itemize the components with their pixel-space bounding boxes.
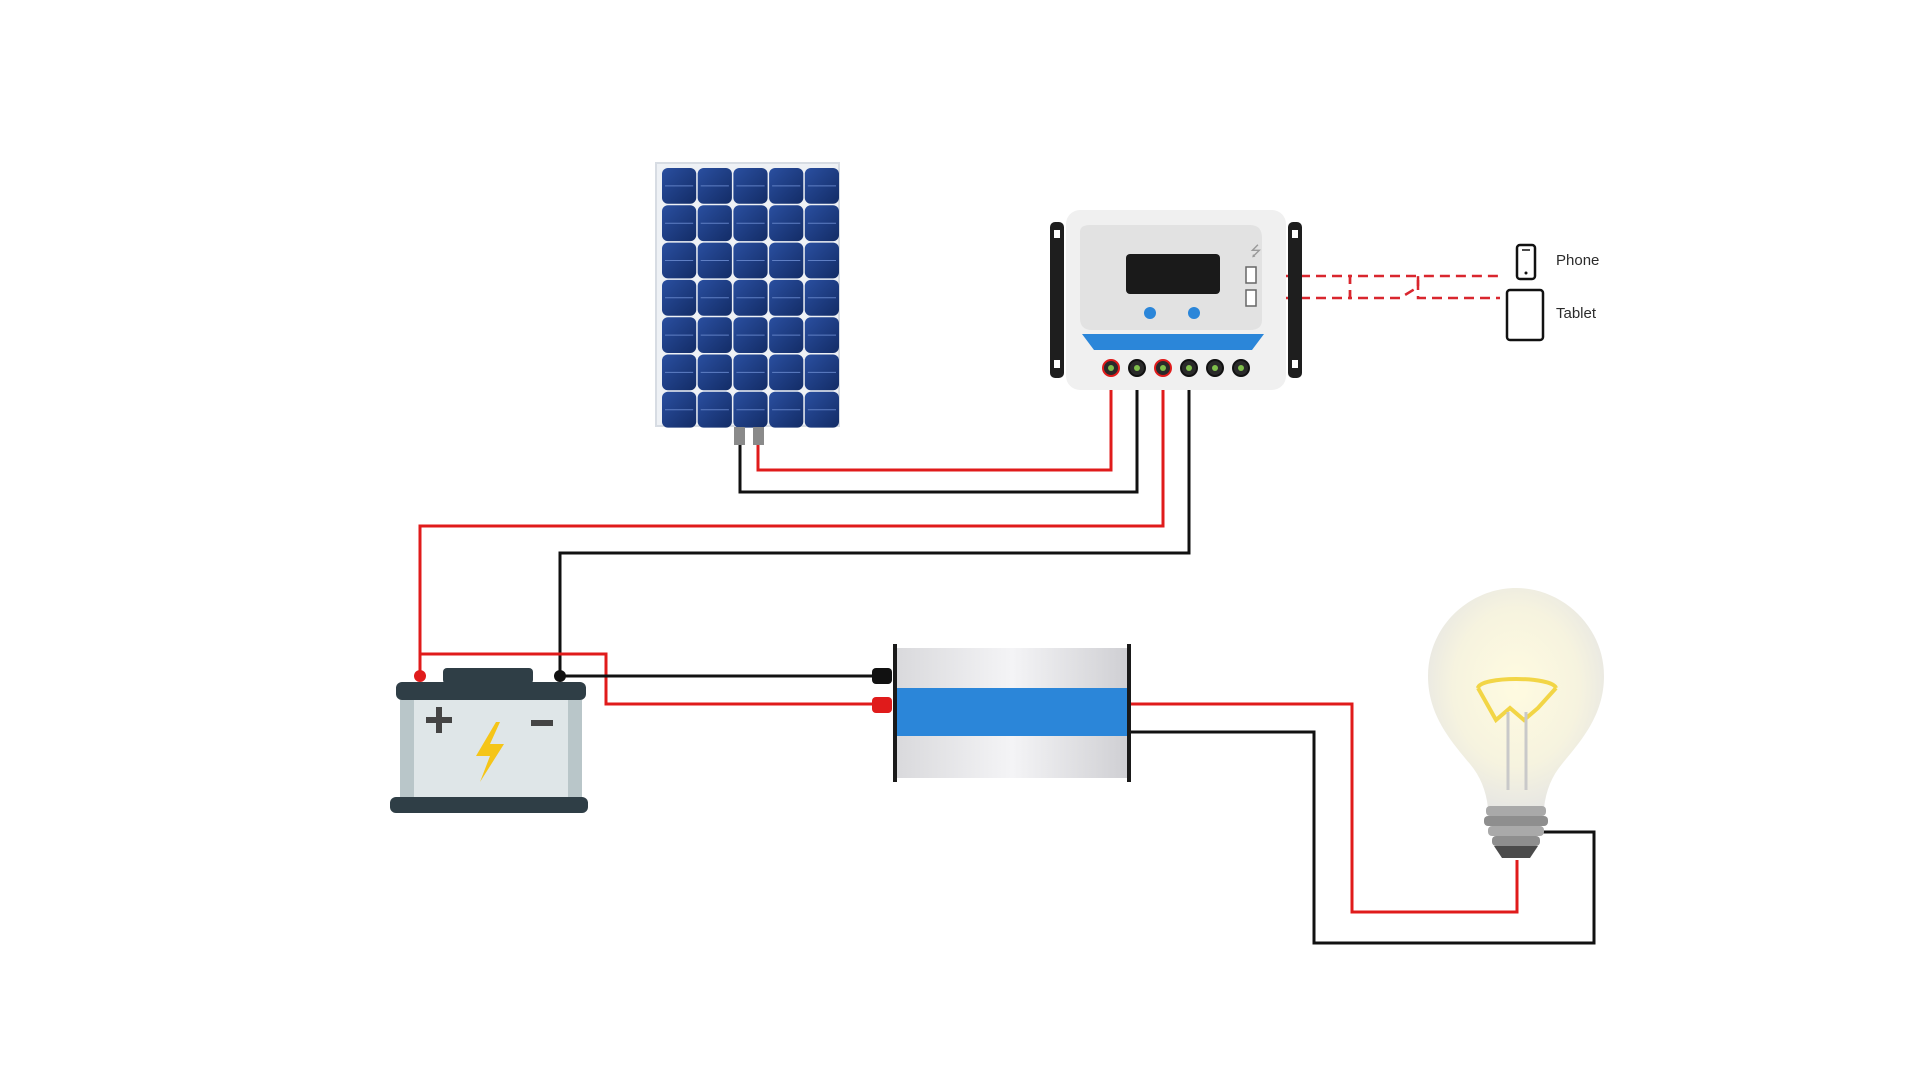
- inverter-icon: [872, 644, 1131, 782]
- controller-button-right[interactable]: [1188, 307, 1200, 319]
- controller-display: [1126, 254, 1220, 294]
- wire-panel-positive: [756, 368, 1113, 472]
- usb-port-2[interactable]: [1245, 289, 1257, 307]
- tablet-label: Tablet: [1556, 305, 1597, 322]
- battery-terminal-negative: [554, 670, 566, 682]
- inverter-terminal-positive: [872, 697, 892, 713]
- controller-button-left[interactable]: [1144, 307, 1156, 319]
- solar-panel-icon: [655, 162, 840, 445]
- wire-battery-negative: [558, 368, 1191, 676]
- usb-icon: ⭍: [1250, 244, 1262, 260]
- wire-battery-positive: [418, 368, 1165, 676]
- phone-icon: [1515, 243, 1537, 281]
- usb-links: [1268, 274, 1500, 300]
- controller-terminal-screw: [1108, 365, 1114, 371]
- charge-controller-icon: ⭍: [1050, 210, 1302, 390]
- light-bulb-icon: [1428, 588, 1604, 858]
- minus-icon: [531, 720, 553, 726]
- panel-connector-positive: [753, 427, 764, 445]
- panel-connector-negative: [734, 427, 745, 445]
- phone-label: Phone: [1556, 252, 1599, 269]
- wire-bulb-positive: [1130, 702, 1519, 914]
- wire-bulb-negative: [1130, 730, 1596, 945]
- controller-terminal-screw: [1186, 365, 1192, 371]
- controller-terminal-screw: [1134, 365, 1140, 371]
- wire-panel-negative: [738, 368, 1139, 494]
- controller-terminal-screw: [1160, 365, 1166, 371]
- battery-terminal-positive: [414, 670, 426, 682]
- controller-terminal-screw: [1212, 365, 1218, 371]
- wire-inverter-positive: [418, 652, 880, 706]
- controller-terminal-screw: [1238, 365, 1244, 371]
- usb-port-1[interactable]: [1245, 266, 1257, 284]
- tablet-icon: [1505, 288, 1545, 342]
- battery-icon: [390, 668, 588, 813]
- lightning-bolt-icon: [476, 722, 504, 782]
- inverter-terminal-negative: [872, 668, 892, 684]
- wires: [418, 274, 1596, 945]
